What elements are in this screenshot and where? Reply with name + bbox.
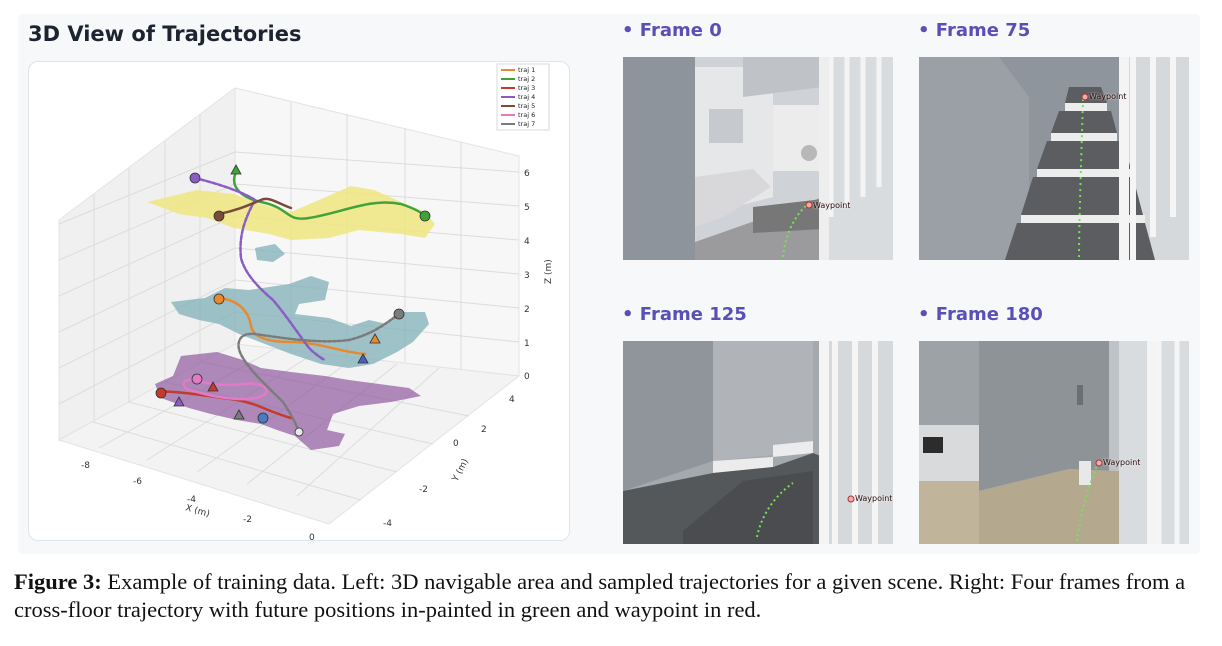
- y-tick-label: -2: [419, 485, 428, 495]
- traj-4-end-marker: [357, 353, 369, 364]
- traj-4-start-marker: [189, 172, 201, 184]
- waypoint-label: Waypoint: [1089, 92, 1127, 101]
- waypoint-label: Waypoint: [1103, 458, 1141, 467]
- traj-7-start-marker: [393, 308, 405, 320]
- caption-label: Figure 3:: [14, 569, 102, 594]
- traj-5-line: [217, 197, 293, 216]
- z-tick-label: 0: [524, 372, 530, 382]
- frame-180-title: • Frame 180: [918, 304, 1043, 325]
- caption-text: Example of training data. Left: 3D navig…: [14, 569, 1186, 622]
- traj-1-extra-marker: [257, 412, 269, 424]
- legend-label: traj 2: [518, 75, 535, 83]
- y-tick-label: 0: [453, 439, 459, 449]
- traj-1-end-marker: [369, 333, 381, 344]
- frame-75-title: • Frame 75: [918, 20, 1031, 41]
- z-tick-label: 3: [524, 271, 530, 281]
- legend-label: traj 4: [518, 93, 535, 101]
- traj-3-start-marker: [155, 387, 167, 399]
- frame-180-image: Waypoint: [919, 341, 1189, 544]
- waypoint-label: Waypoint: [855, 494, 893, 503]
- z-tick-label: 2: [524, 305, 530, 315]
- traj-6-line: [182, 376, 268, 401]
- x-tick-label: -8: [81, 461, 90, 471]
- z-axis-label: Z (m): [544, 259, 554, 284]
- frame-125-image: Waypoint: [623, 341, 893, 544]
- z-tick-label: 5: [524, 203, 530, 213]
- traj-2-end-marker: [419, 210, 431, 222]
- plot-card: traj 1 traj 2 traj 3 traj 4 traj 5 traj …: [28, 61, 570, 543]
- y-tick-label: -4: [383, 519, 392, 529]
- legend-label: traj 7: [518, 120, 535, 128]
- traj-7-line: [237, 312, 401, 434]
- traj-3-end-marker: [207, 381, 219, 392]
- y-axis-label: Y (m): [450, 457, 471, 484]
- upper-floor-area: [147, 186, 435, 240]
- legend: traj 1 traj 2 traj 3 traj 4 traj 5 traj …: [496, 63, 550, 131]
- x-tick-label: -4: [187, 495, 196, 505]
- z-axis: 0 1 2 3 4 5 6 Z (m): [524, 169, 554, 382]
- x-tick-label: 0: [309, 533, 315, 540]
- y-tick-label: 4: [509, 395, 515, 405]
- frame-75-image: Waypoint: [919, 57, 1189, 260]
- x-tick-label: -2: [243, 515, 252, 525]
- z-tick-label: 4: [524, 237, 530, 247]
- traj-5-start-marker: [213, 210, 225, 222]
- traj-7-extra-marker: [294, 427, 304, 437]
- plot-title: 3D View of Trajectories: [28, 22, 302, 46]
- traj-2-line: [233, 170, 427, 220]
- legend-label: traj 1: [518, 66, 535, 74]
- y-tick-label: 2: [481, 425, 487, 435]
- legend-label: traj 6: [518, 111, 535, 119]
- lower-floor-area: [155, 352, 421, 450]
- frame-0-image: Waypoint: [623, 57, 893, 260]
- legend-label: traj 5: [518, 102, 535, 110]
- z-tick-label: 1: [524, 339, 530, 349]
- frame-0-title: • Frame 0: [622, 20, 722, 41]
- x-tick-label: -6: [133, 477, 142, 487]
- figure-caption: Figure 3: Example of training data. Left…: [14, 568, 1214, 624]
- middle-floor-area: [171, 244, 429, 368]
- traj-2-start-marker: [230, 164, 242, 175]
- traj-1-line: [217, 296, 367, 356]
- trajectory-markers: [155, 164, 431, 437]
- legend-label: traj 3: [518, 84, 535, 92]
- traj-4-line: [193, 176, 326, 361]
- waypoint-label: Waypoint: [813, 201, 851, 210]
- traj-1-start-marker: [213, 293, 225, 305]
- 3d-trajectory-plot: traj 1 traj 2 traj 3 traj 4 traj 5 traj …: [57, 63, 554, 543]
- trajectories: [159, 170, 427, 434]
- frame-125-title: • Frame 125: [622, 304, 747, 325]
- z-tick-label: 6: [524, 169, 530, 179]
- traj-6-start-marker: [191, 373, 203, 385]
- x-axis-label: X (m): [184, 503, 211, 519]
- traj-7-end-marker: [233, 409, 245, 420]
- traj-6-end-marker: [173, 396, 185, 407]
